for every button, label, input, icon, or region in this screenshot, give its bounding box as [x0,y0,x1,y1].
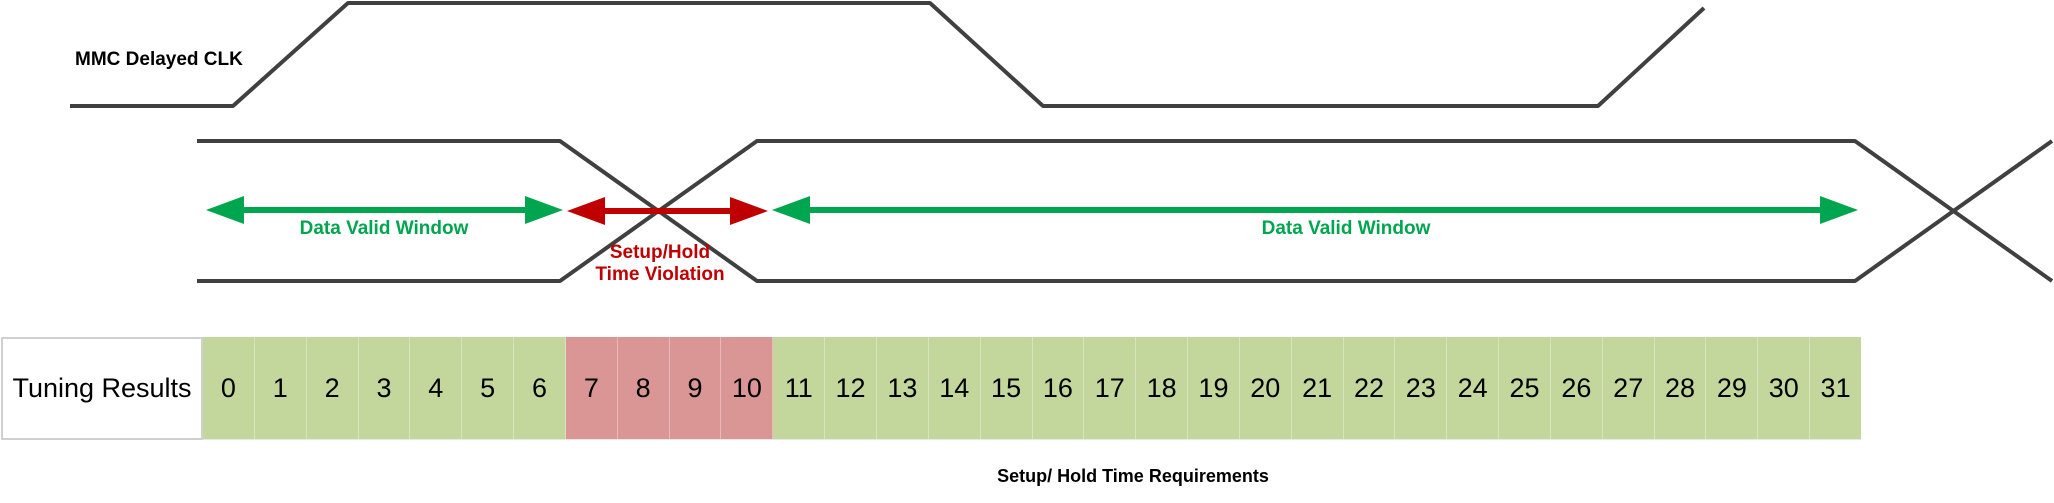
setup-hold-violation-label: Setup/Hold Time Violation [595,242,724,286]
arrow-head-left-icon [206,196,244,224]
tuning-cell-11: 11 [773,337,826,439]
arrow-head-right-icon [525,196,563,224]
tuning-cell-2: 2 [306,337,359,439]
tuning-cell-7: 7 [565,337,618,439]
tuning-cell-0: 0 [203,337,255,439]
tuning-cell-1: 1 [254,337,307,439]
data-waveform-high-start [197,139,2054,283]
data-valid-window-arrow-1 [206,196,563,224]
tuning-cell-18: 18 [1136,337,1189,439]
tuning-results-row-label: Tuning Results [1,337,203,440]
diagram-caption: Setup/ Hold Time Requirements [997,466,1269,486]
tuning-cell-16: 16 [1032,337,1085,439]
tuning-cell-30: 30 [1758,337,1811,439]
arrow-head-right-icon [1820,196,1858,224]
tuning-cell-4: 4 [410,337,463,439]
tuning-cell-9: 9 [669,337,722,439]
tuning-cell-25: 25 [1499,337,1551,439]
data-valid-window-label-1: Data Valid Window [299,218,469,239]
tuning-cell-27: 27 [1602,337,1655,439]
tuning-cell-20: 20 [1239,337,1292,439]
tuning-cell-29: 29 [1706,337,1759,439]
tuning-cell-3: 3 [358,337,411,439]
tuning-cell-15: 15 [980,337,1033,439]
arrow-head-left-icon [567,197,605,225]
tuning-cell-21: 21 [1291,337,1344,439]
tuning-cell-23: 23 [1395,337,1448,439]
tuning-cell-14: 14 [928,337,981,439]
tuning-cell-8: 8 [617,337,670,439]
data-valid-window-label-2: Data Valid Window [1261,218,1431,239]
tuning-cell-12: 12 [825,337,877,439]
clock-waveform [70,1,1706,108]
data-waveform-low-start [197,139,2054,283]
clock-signal-label: MMC Delayed CLK [75,49,243,70]
tuning-cell-19: 19 [1188,337,1240,439]
tuning-cell-5: 5 [462,337,515,439]
tuning-cell-26: 26 [1550,337,1603,439]
setup-hold-violation-line1: Setup/Hold [609,242,711,263]
arrow-head-right-icon [730,197,768,225]
data-valid-window-arrow-2 [772,196,1858,224]
arrow-head-left-icon [772,196,810,224]
tuning-cell-22: 22 [1343,337,1396,439]
tuning-cell-6: 6 [514,337,566,439]
tuning-cell-24: 24 [1447,337,1500,439]
setup-hold-violation-line2: Time Violation [595,264,725,285]
setup-hold-violation-arrow [567,197,768,225]
tuning-cell-28: 28 [1654,337,1707,439]
tuning-cell-13: 13 [876,337,929,439]
tuning-cell-31: 31 [1810,337,1861,439]
tuning-cell-17: 17 [1084,337,1137,439]
tuning-cell-10: 10 [721,337,774,439]
